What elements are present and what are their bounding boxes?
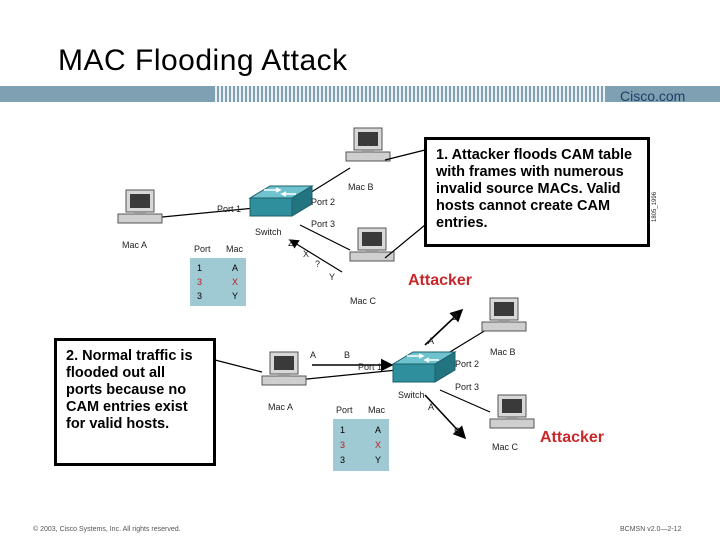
top-cam-header-mac: Mac (226, 244, 244, 254)
top-switch-label: Switch (255, 227, 282, 237)
link-switch-mac-c-b (439, 389, 491, 413)
cam-cell: A (375, 425, 382, 435)
flood-label-z: Z (288, 238, 294, 248)
link-switch-mac-b-b (444, 329, 487, 356)
bottom-pc-mac-b-icon (481, 297, 527, 332)
cam-cell: 3 (197, 277, 203, 287)
top-switch-icon (249, 185, 313, 217)
callout-2: 2. Normal traffic is flooded out all por… (54, 338, 216, 466)
flood-b-dst: B (452, 312, 459, 322)
top-cam-header-port: Port (194, 244, 211, 254)
top-port1-label: Port 1 (217, 204, 242, 214)
brand-logo: Cisco.com (620, 88, 686, 104)
flood-c-dst: B (454, 426, 461, 436)
course-code: BCMSN v2.0—2-12 (620, 526, 682, 533)
cam-cell: A (232, 263, 239, 273)
cam-cell: X (232, 277, 239, 287)
bottom-attacker-label: Attacker (540, 429, 605, 446)
bottom-mac-a-label: Mac A (268, 402, 294, 412)
copyright: © 2003, Cisco Systems, Inc. All rights r… (33, 526, 181, 533)
flood-arrow (288, 239, 343, 273)
bottom-pc-mac-c-icon (489, 394, 535, 429)
link-switch-mac-c (299, 224, 351, 251)
callout-2-pointer (214, 359, 263, 373)
top-mac-c-label: Mac C (350, 296, 377, 306)
flood-label-x: X (303, 249, 310, 259)
bottom-cam-table: 1 A 3 X 3 Y (333, 419, 389, 471)
flood-to-b-arrow (424, 308, 464, 346)
bottom-scenario (214, 297, 535, 440)
bottom-mac-b-label: Mac B (490, 347, 516, 357)
flood-b-src: A (428, 336, 435, 346)
bottom-switch-label: Switch (398, 390, 425, 400)
frame-dst-label: B (344, 350, 351, 360)
top-port2-label: Port 2 (311, 197, 336, 207)
bottom-switch-icon (392, 351, 456, 383)
link-mac-a-switch (151, 207, 256, 219)
top-pc-mac-a-icon (117, 189, 163, 224)
link-mac-a-switch-b (296, 369, 398, 381)
callout-1: 1. Attacker floods CAM table with frames… (424, 137, 650, 247)
bottom-pc-mac-a-icon (261, 351, 307, 386)
cam-cell: 3 (340, 455, 346, 465)
cam-cell: 1 (197, 263, 203, 273)
top-attacker-label: Attacker (408, 272, 473, 289)
side-code: 1805_1996 (652, 191, 658, 222)
flood-label-y: Y (329, 272, 336, 282)
top-mac-b-label: Mac B (348, 182, 374, 192)
top-cam-table: 1 A 3 X 3 Y (190, 258, 246, 306)
frame-src-label: A (310, 350, 317, 360)
cam-cell: 1 (340, 425, 346, 435)
callout-1-pointer (384, 149, 426, 161)
bottom-mac-c-label: Mac C (492, 442, 519, 452)
header-bar-pattern (215, 86, 605, 102)
top-pc-mac-b-icon (345, 127, 391, 162)
flood-to-c-arrow (424, 394, 467, 440)
bottom-port1-label: Port 1 (358, 362, 383, 372)
bottom-port2-label: Port 2 (455, 359, 480, 369)
top-mac-a-label: Mac A (122, 240, 148, 250)
top-scenario (117, 127, 426, 273)
bottom-cam-header-port: Port (336, 405, 353, 415)
top-port3-label: Port 3 (311, 219, 336, 229)
cam-cell: 3 (340, 440, 346, 450)
cam-cell: X (375, 440, 382, 450)
cam-cell: Y (375, 455, 382, 465)
flood-label-q: ? (315, 259, 321, 269)
cam-cell: 3 (197, 291, 203, 301)
bottom-cam-header-mac: Mac (368, 405, 386, 415)
cam-cell: Y (232, 291, 239, 301)
bottom-port3-label: Port 3 (455, 382, 480, 392)
flood-c-src: A (428, 402, 435, 412)
callout-1-pointer-2 (384, 224, 426, 259)
page-title: MAC Flooding Attack (58, 44, 348, 77)
